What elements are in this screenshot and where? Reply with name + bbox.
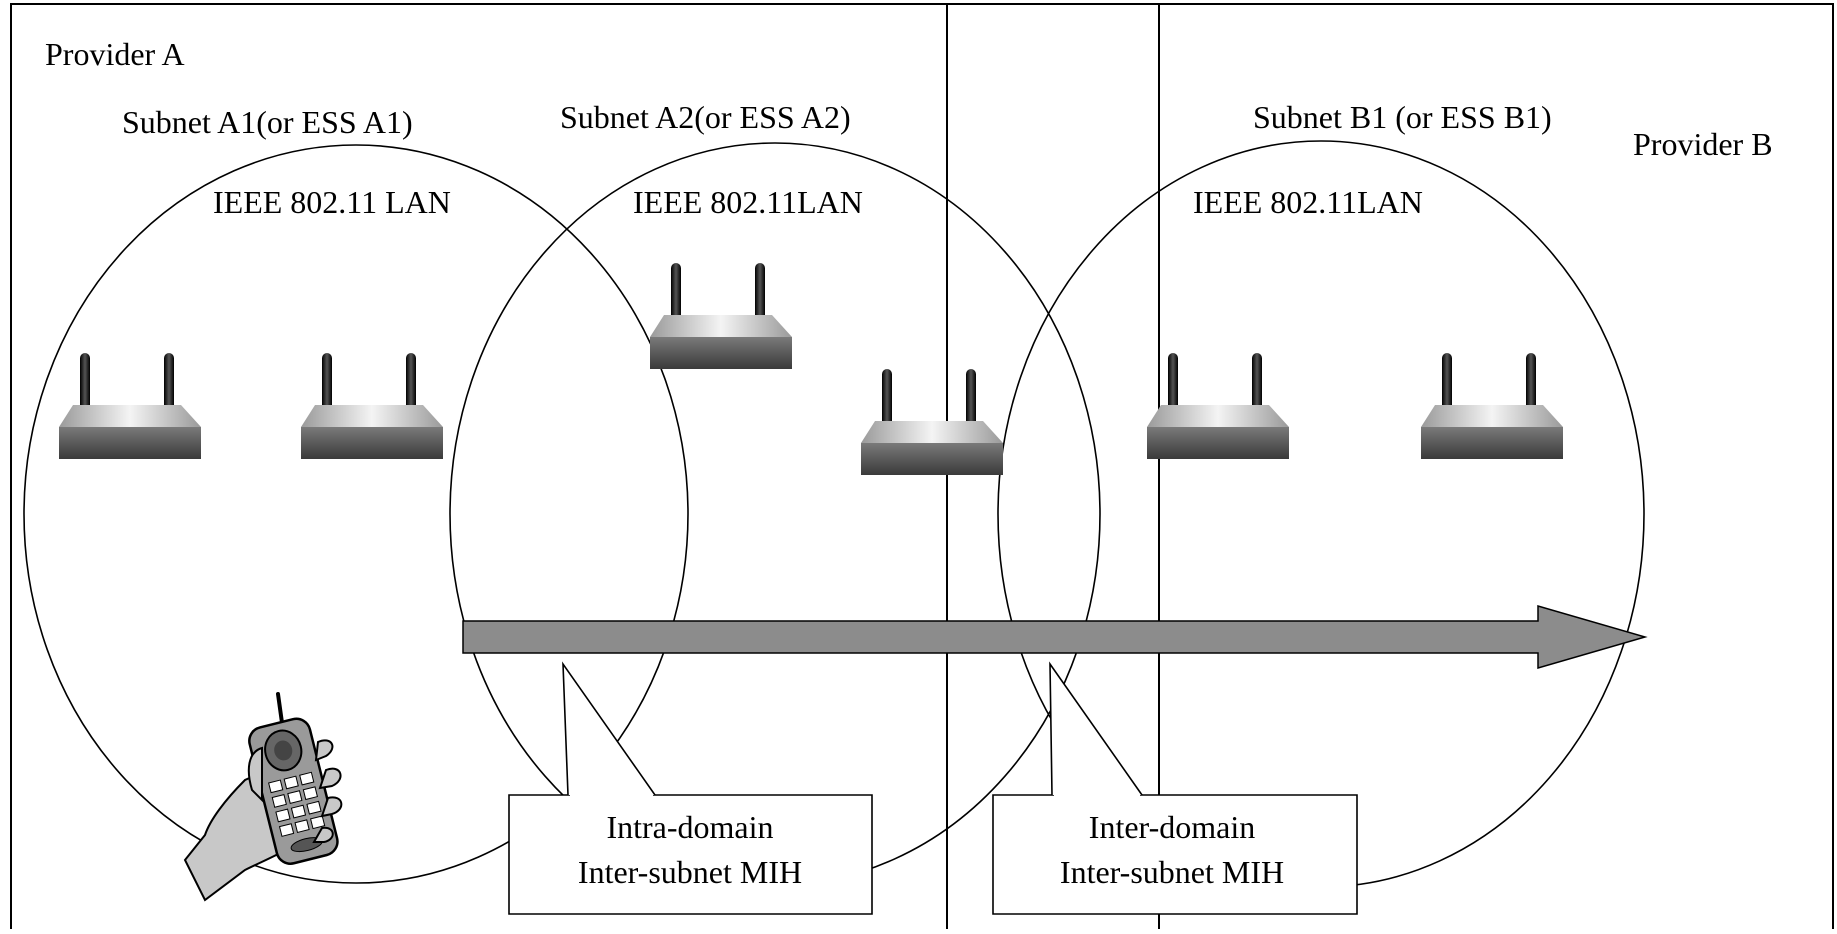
subnet-b1-lan-label: IEEE 802.11LAN [1193, 184, 1423, 220]
outer-frame [10, 3, 1834, 934]
inter-callout-pointer [1049, 661, 1143, 796]
wireless-access-point-icon [861, 369, 1003, 475]
wireless-access-point-icon [1421, 353, 1563, 459]
subnet-a2-lan-label: IEEE 802.11LAN [633, 184, 863, 220]
intra-domain-callout: Intra-domain Inter-subnet MIH [508, 661, 873, 915]
subnet-b1-label: Subnet B1 (or ESS B1) [1253, 99, 1552, 135]
intra-callout-box [508, 794, 873, 915]
wireless-access-point-icon [1147, 353, 1289, 459]
provider-b-label: Provider B [1633, 126, 1773, 162]
inter-callout-line1: Inter-domain [1089, 809, 1255, 845]
subnet-a1-label: Subnet A1(or ESS A1) [122, 104, 413, 140]
inter-callout-line2: Inter-subnet MIH [1060, 854, 1284, 890]
intra-callout-line1: Intra-domain [606, 809, 773, 845]
subnet-a1-coverage [23, 144, 689, 884]
wireless-access-point-icon [301, 353, 443, 459]
mobile-phone-in-hand-icon [183, 692, 343, 902]
mobility-direction-arrow [462, 605, 1648, 669]
wireless-access-point-icon [650, 263, 792, 369]
intra-callout-line2: Inter-subnet MIH [578, 854, 802, 890]
inter-domain-callout: Inter-domain Inter-subnet MIH [992, 661, 1358, 915]
wireless-access-point-icon [59, 353, 201, 459]
intra-callout-pointer [562, 661, 656, 796]
provider-a-label: Provider A [45, 36, 185, 72]
subnet-a2-coverage [449, 142, 1101, 886]
subnet-a1-lan-label: IEEE 802.11 LAN [213, 184, 451, 220]
subnet-a2-label: Subnet A2(or ESS A2) [560, 99, 851, 135]
inter-callout-box [992, 794, 1358, 915]
